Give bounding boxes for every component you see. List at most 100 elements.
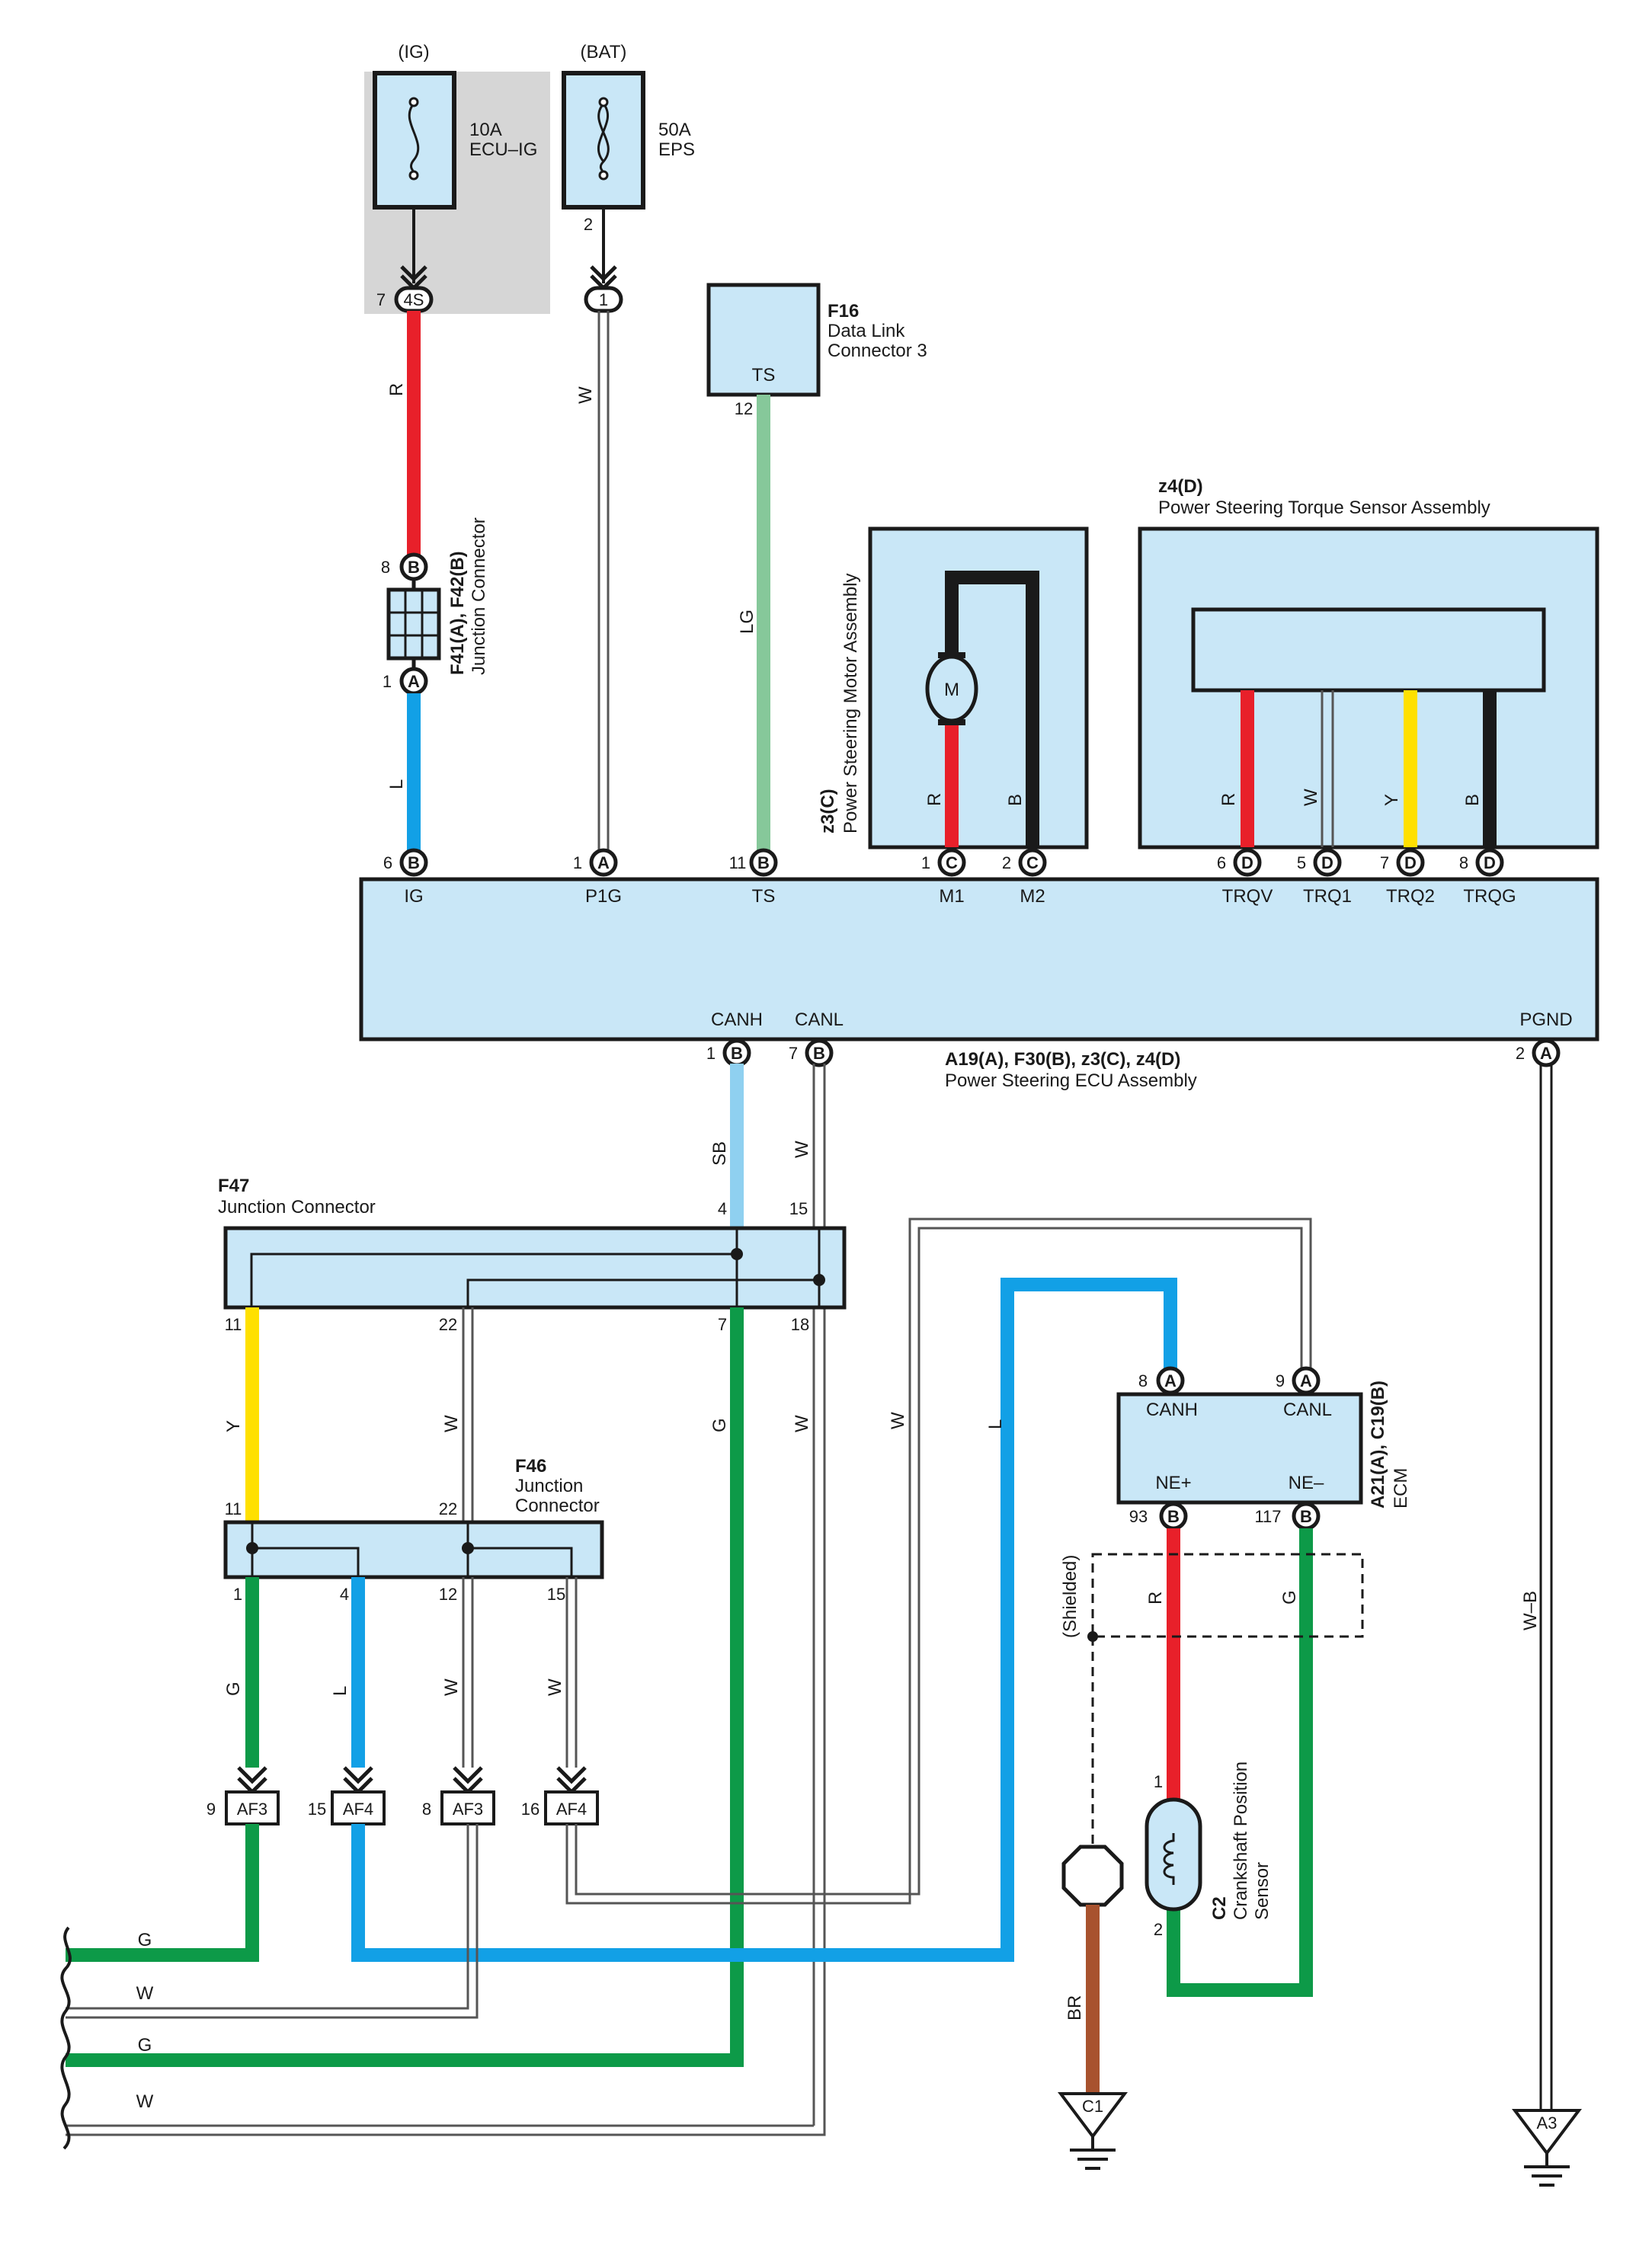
wire-af3-white-left <box>66 1824 479 2019</box>
shield-ground-octagon-icon <box>1061 1845 1124 1907</box>
svg-text:R: R <box>1145 1592 1166 1605</box>
svg-text:C1: C1 <box>1082 2097 1103 2116</box>
svg-text:G: G <box>138 1930 152 1950</box>
bat-source-label: (BAT) <box>581 42 627 62</box>
svg-text:L: L <box>330 1686 351 1696</box>
svg-text:7: 7 <box>1380 853 1389 872</box>
torque-id: z4(D) <box>1158 476 1203 497</box>
f46-name1: Junction <box>515 1476 583 1496</box>
dlc-name1: Data Link <box>828 321 905 341</box>
svg-text:A: A <box>408 672 420 691</box>
svg-text:C: C <box>946 853 958 872</box>
wire-ts-light-green <box>757 395 770 852</box>
svg-text:TRQV: TRQV <box>1222 886 1273 907</box>
svg-text:B: B <box>1167 1507 1180 1526</box>
svg-text:11: 11 <box>729 853 747 872</box>
svg-text:D: D <box>1404 853 1417 872</box>
svg-text:8: 8 <box>1138 1371 1148 1390</box>
svg-text:Y: Y <box>1381 794 1402 806</box>
ig-fuse <box>373 71 456 210</box>
ground-c1: C1 <box>1058 2092 1128 2170</box>
svg-text:B: B <box>1300 1507 1312 1526</box>
ground-a3: A3 <box>1512 2109 1582 2187</box>
svg-text:2: 2 <box>1154 1920 1163 1939</box>
svg-text:W: W <box>136 2091 154 2112</box>
motor-wire-red <box>945 713 959 847</box>
ecm-box <box>1116 1392 1363 1505</box>
ig-fuse-name: ECU–IG <box>469 139 537 160</box>
svg-text:1: 1 <box>233 1585 242 1604</box>
dlc-name2: Connector 3 <box>828 341 927 361</box>
svg-text:6: 6 <box>1217 853 1226 872</box>
svg-text:AF4: AF4 <box>556 1800 587 1819</box>
svg-text:D: D <box>1484 853 1496 872</box>
svg-text:R: R <box>1218 793 1239 806</box>
svg-text:TS: TS <box>752 365 776 386</box>
bat-fuse <box>562 71 645 210</box>
motor-winding-loop <box>945 571 1039 847</box>
svg-text:M2: M2 <box>1020 886 1045 907</box>
svg-text:W–B: W–B <box>1520 1591 1541 1630</box>
svg-text:L: L <box>985 1419 1006 1429</box>
svg-text:2: 2 <box>584 215 593 234</box>
af-arrow-icon <box>453 1766 483 1795</box>
torque-sensor-element <box>1191 607 1546 693</box>
wire-canh-sky-blue <box>730 1064 744 1230</box>
svg-text:M: M <box>944 680 959 700</box>
svg-text:R: R <box>924 793 945 806</box>
svg-text:18: 18 <box>791 1315 809 1334</box>
crankshaft-sensor <box>1145 1797 1202 1912</box>
svg-text:W: W <box>136 1983 154 2004</box>
svg-text:P1G: P1G <box>585 886 622 907</box>
svg-text:9: 9 <box>206 1800 216 1819</box>
svg-text:B: B <box>1462 794 1483 806</box>
wire-f47-white-18 <box>66 2124 826 2136</box>
af-arrow-icon <box>237 1766 267 1795</box>
svg-text:G: G <box>1279 1590 1300 1605</box>
svg-text:AF4: AF4 <box>343 1800 373 1819</box>
svg-text:4: 4 <box>340 1585 349 1604</box>
wire-pgnd-wb <box>1539 1064 1553 2110</box>
wire-f46-white-15 <box>565 1577 578 1768</box>
svg-text:TRQG: TRQG <box>1463 886 1516 907</box>
svg-text:Y: Y <box>223 1420 244 1432</box>
svg-text:L: L <box>386 779 407 789</box>
svg-text:W: W <box>441 1678 462 1696</box>
svg-text:A3: A3 <box>1537 2113 1558 2133</box>
wire-ig-red <box>407 311 421 555</box>
svg-text:R: R <box>386 383 407 396</box>
svg-text:A: A <box>1300 1371 1312 1390</box>
svg-text:M1: M1 <box>939 886 964 907</box>
wire-bat-white <box>597 311 610 853</box>
wire-f46-blue <box>351 1577 365 1768</box>
svg-text:22: 22 <box>439 1315 457 1334</box>
svg-text:2: 2 <box>1002 853 1011 872</box>
motor-name: Power Steering Motor Assembly <box>840 574 861 834</box>
ecu-terminals: B6IGA1P1GB11TSC1M1C2M2D6TRQVD5TRQ1D7TRQ2… <box>383 848 1573 1067</box>
bat-fuse-amp: 50A <box>658 120 691 140</box>
svg-text:D: D <box>1321 853 1333 872</box>
svg-text:B: B <box>813 1044 825 1063</box>
svg-text:G: G <box>138 2035 152 2056</box>
svg-text:8: 8 <box>381 558 390 577</box>
f46-junction-box <box>223 1520 604 1579</box>
f41-junction-block <box>386 587 441 661</box>
svg-text:IG: IG <box>404 886 423 907</box>
svg-text:4: 4 <box>718 1199 727 1218</box>
svg-text:11: 11 <box>225 1499 242 1518</box>
svg-text:B: B <box>408 853 420 872</box>
torque-wire-yellow <box>1404 690 1417 847</box>
af-arrow-icon <box>343 1766 373 1795</box>
svg-text:B: B <box>1005 794 1026 806</box>
wire-ecm-green <box>1167 1528 1313 1997</box>
